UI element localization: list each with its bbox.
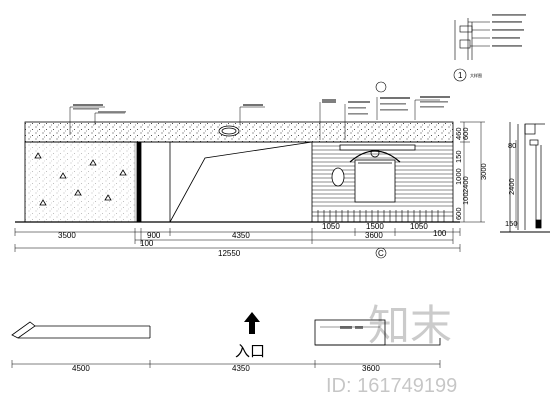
annotation-text [73, 96, 450, 115]
shop-window [354, 159, 396, 203]
vertical-dimension-lines [460, 121, 485, 223]
detail-notes [492, 14, 526, 47]
side-section [500, 122, 550, 233]
dim-1050-right: 1050 [410, 222, 428, 231]
front-elevation [15, 121, 460, 223]
side-dim-80: 80 [508, 141, 516, 150]
section-marker [375, 247, 387, 259]
vdim-3000: 3000 [479, 163, 488, 180]
vdim-2400: 2400 [461, 176, 470, 193]
diagonal-panel [169, 141, 313, 223]
dim-1050-left: 1050 [322, 222, 340, 231]
entrance-label: 入口 [235, 342, 265, 360]
dim-900: 900 [147, 231, 161, 240]
stone-wall-panel [24, 141, 136, 223]
vdim-460: 460 [454, 127, 463, 140]
detail-marker-label: 1 [458, 71, 463, 80]
dim-3500: 3500 [58, 231, 76, 240]
plan-left-wall [11, 321, 36, 339]
vdim-150: 150 [454, 150, 463, 163]
annotation-leaders [69, 97, 440, 140]
elevation-dimension-lines [14, 228, 461, 252]
picket-fence [312, 210, 453, 222]
plan-shop-text [340, 326, 363, 329]
side-dim-150: 150 [505, 219, 518, 228]
entrance-arrow-icon [244, 312, 260, 334]
section-marker-label: C [378, 249, 384, 258]
detail-marker [453, 68, 467, 82]
plan-dim-4500: 4500 [72, 364, 90, 373]
wall-lamp [331, 167, 345, 187]
stone-triangles [34, 152, 127, 206]
signage-strip [339, 144, 416, 151]
vdim-600-bottom: 600 [454, 207, 463, 220]
detail-drawing [454, 18, 490, 60]
vdim-100: 100 [461, 192, 470, 205]
side-dim-2400: 2400 [507, 178, 516, 195]
black-column [136, 141, 142, 223]
dim-total-12550: 12550 [218, 249, 241, 258]
plan-dim-4350: 4350 [232, 364, 250, 373]
plan-dimension-lines [11, 360, 441, 368]
dim-1500: 1500 [366, 222, 384, 231]
vdim-1000: 1000 [454, 168, 463, 185]
watermark-id: ID: 161749199 [326, 375, 457, 397]
vdim-600-top: 600 [461, 127, 470, 140]
dim-4350: 4350 [232, 231, 250, 240]
watermark-brand: 知末 [368, 301, 452, 350]
callout-marker-top [375, 81, 387, 93]
detail-caption: 大样图 [470, 72, 482, 78]
dim-100-left: 100 [140, 239, 154, 248]
window-arch [349, 150, 401, 163]
plan-dim-3600: 3600 [362, 364, 380, 373]
dim-3600: 3600 [365, 231, 383, 240]
dim-100-right: 100 [433, 229, 447, 238]
